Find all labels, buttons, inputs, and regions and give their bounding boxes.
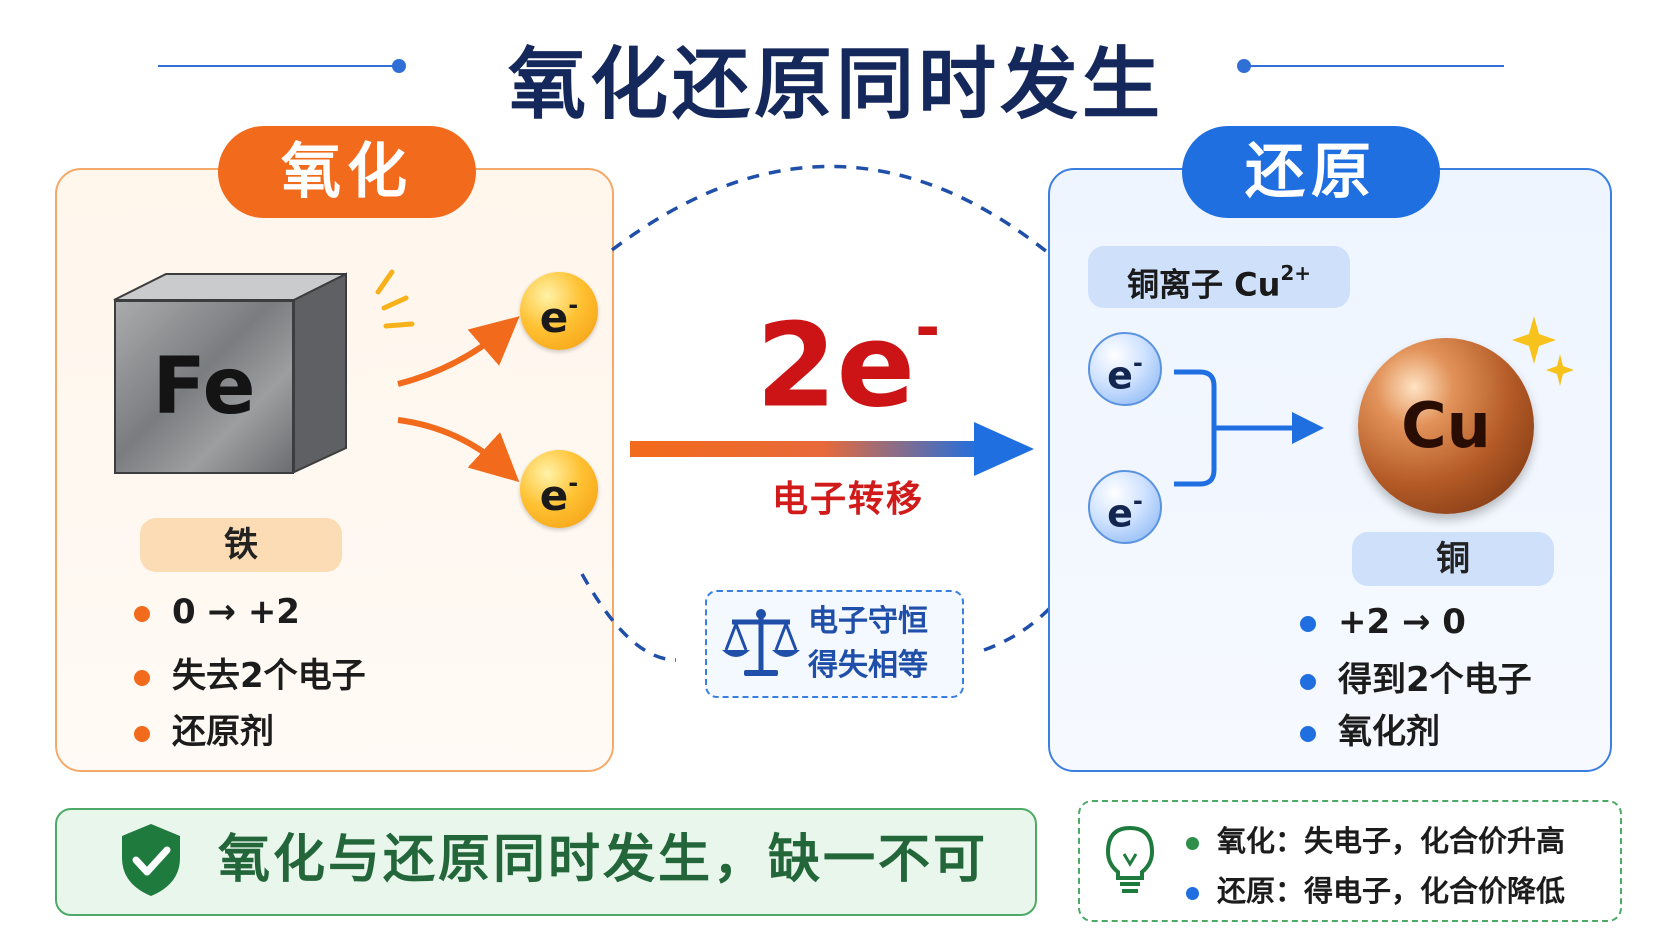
electron-transfer-count: 2e- [755, 293, 941, 434]
title-divider-right [1244, 65, 1504, 67]
left-bullet-valence: 0 → +2 [134, 592, 300, 632]
electron-combine-arrow-icon [1174, 369, 1324, 487]
title-divider-right-dot [1237, 59, 1251, 73]
right-bullet-role: 氧化剂 [1300, 704, 1440, 753]
iron-label: 铁 [140, 518, 342, 572]
electron-received-1: e- [1088, 332, 1162, 406]
right-bullet-valence: +2 → 0 [1300, 602, 1466, 642]
electron-release-arrows [397, 316, 520, 483]
conservation-text: 电子守恒 得失相等 [808, 604, 928, 683]
sparkle-icon [1512, 316, 1574, 386]
summary-message: 氧化与还原同时发生，缺一不可 [218, 830, 989, 890]
oxidation-panel [55, 168, 614, 772]
copper-label: 铜 [1352, 532, 1554, 586]
tip-reduction: 还原：得电子，化合价降低 [1186, 868, 1565, 910]
shield-check-icon [122, 824, 180, 896]
sparkle-icon [375, 269, 415, 329]
right-bullet-electrons: 得到2个电子 [1300, 652, 1532, 701]
electron-released-2: e- [520, 450, 598, 528]
tip-oxidation: 氧化：失电子，化合价升高 [1186, 818, 1565, 860]
iron-block-3d [113, 272, 347, 474]
left-bullet-electrons: 失去2个电子 [134, 648, 366, 697]
electron-received-2: e- [1088, 470, 1162, 544]
oxidation-badge: 氧化 [218, 126, 476, 218]
copper-atom: Cu [1358, 338, 1534, 514]
title-divider-left-dot [392, 59, 406, 73]
summary-banner [55, 808, 1037, 916]
electron-transfer-label: 电子转移 [771, 479, 924, 520]
balance-scale-icon [722, 609, 800, 676]
reduction-badge: 还原 [1182, 126, 1440, 218]
tips-box [1078, 800, 1622, 922]
copper-ion-label: 铜离子 Cu2+ [1088, 246, 1350, 308]
title-divider-left [158, 65, 398, 67]
page-title: 氧化还原同时发生 [507, 40, 1164, 130]
transfer-arrow-icon [630, 422, 1034, 476]
iron-block: Fe [114, 300, 294, 474]
left-bullet-role: 还原剂 [134, 704, 274, 753]
electron-released-1: e- [520, 272, 598, 350]
lightbulb-icon [1105, 825, 1155, 893]
conservation-box [705, 590, 964, 698]
